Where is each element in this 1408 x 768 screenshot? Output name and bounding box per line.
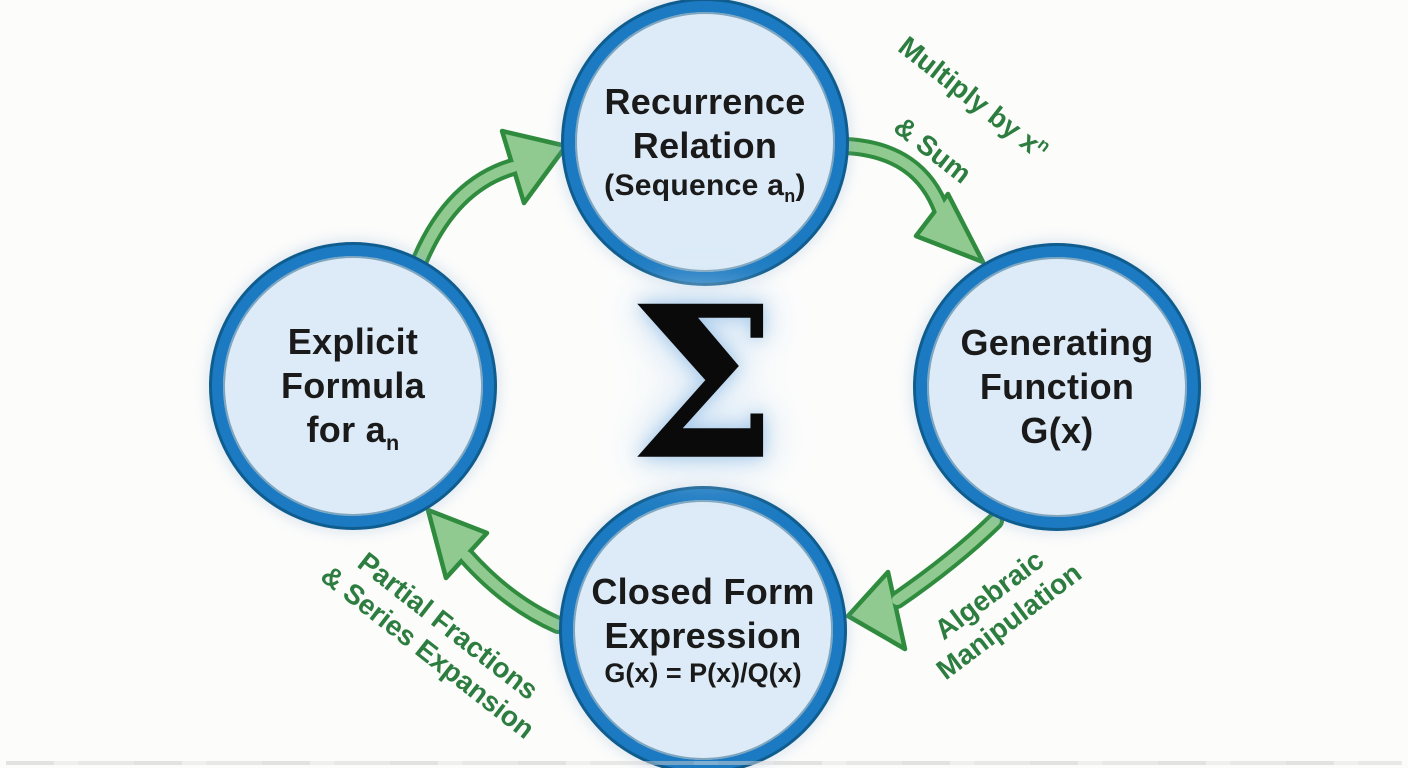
- node-recurrence-relation: Recurrence Relation (Sequence an): [564, 1, 846, 283]
- bottom-edge-line: [6, 761, 1402, 765]
- node-line: Generating: [960, 322, 1154, 364]
- node-closed-form-expression: Closed Form Expression G(x) = P(x)/Q(x): [562, 489, 844, 768]
- node-line: Function: [979, 366, 1135, 408]
- sigma-symbol: Σ: [628, 259, 778, 507]
- arrow-left-to-top: [411, 128, 569, 269]
- arrow-top-to-right: [837, 137, 986, 265]
- subscript-n: n: [386, 430, 400, 456]
- node-line: (Sequence an): [604, 168, 806, 205]
- subscript-n: n: [784, 185, 796, 206]
- arrow-bottom-to-left: [425, 507, 567, 634]
- node-generating-function: Generating Function G(x): [916, 246, 1198, 528]
- node-line: Recurrence: [604, 80, 806, 122]
- node-line-text: for a: [306, 408, 386, 450]
- node-line-text: ): [795, 168, 806, 202]
- arrow-right-to-bottom: [845, 512, 1004, 652]
- node-line: Expression: [604, 614, 802, 656]
- node-line: G(x): [1020, 409, 1094, 451]
- node-line: Closed Form: [591, 570, 815, 612]
- node-line-text: (Sequence a: [604, 168, 785, 202]
- node-explicit-formula: Explicit Formula for an: [212, 245, 494, 527]
- node-line: Explicit: [287, 321, 419, 363]
- node-line: Formula: [280, 365, 426, 407]
- node-line: G(x) = P(x)/Q(x): [604, 658, 802, 689]
- node-line: for an: [306, 408, 400, 456]
- node-line: Relation: [632, 124, 778, 166]
